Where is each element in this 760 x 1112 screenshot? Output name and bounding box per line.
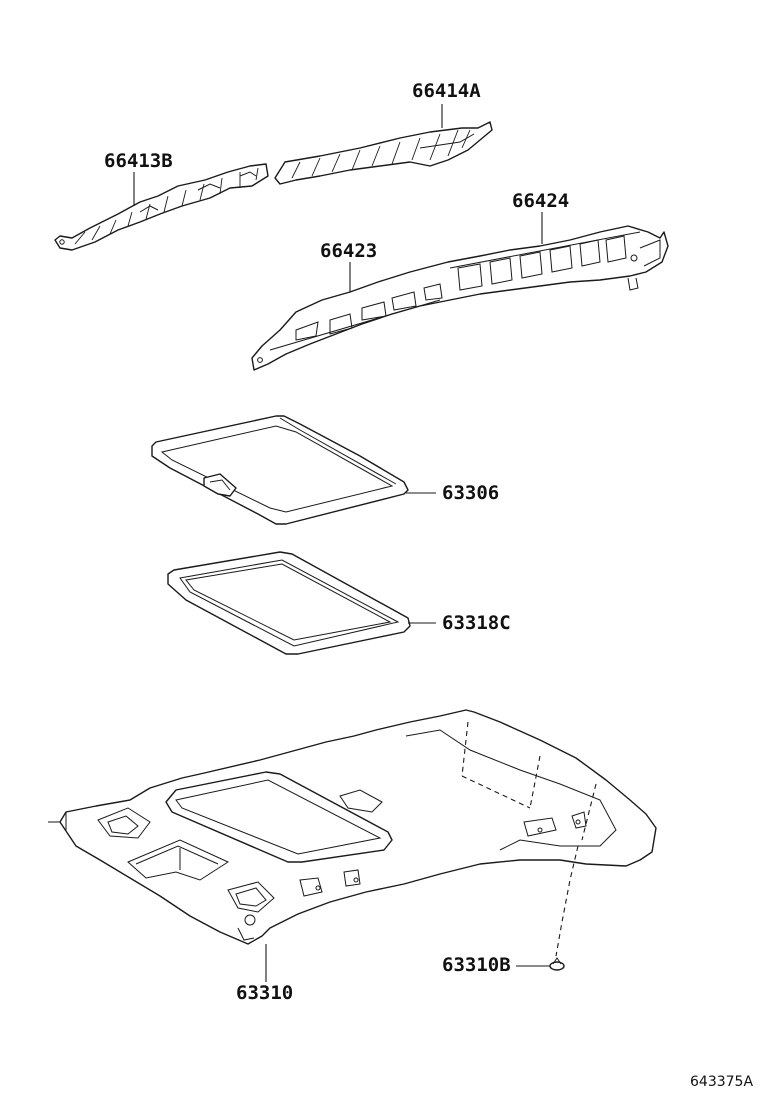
- callout-63310: 63310: [236, 982, 294, 1004]
- callout-63310B: 63310B: [442, 954, 511, 976]
- part-63310B-clip: [549, 957, 565, 971]
- part-66413B-rail: [54, 163, 269, 251]
- part-63306-sunshade: [151, 415, 409, 525]
- part-66423-66424-rail: [251, 225, 669, 371]
- callout-66424: 66424: [512, 190, 570, 212]
- callout-66423: 66423: [320, 240, 378, 262]
- diagram-code: 643375A: [690, 1074, 754, 1090]
- leader-lines: [133, 104, 550, 982]
- callout-66413B: 66413B: [104, 150, 173, 172]
- part-63318C-weatherstrip: [167, 551, 411, 655]
- part-63310-headliner: [48, 709, 657, 957]
- callout-63306: 63306: [442, 482, 500, 504]
- callout-63318C: 63318C: [442, 612, 511, 634]
- callout-66414A: 66414A: [412, 80, 481, 102]
- part-66414A-rail: [274, 121, 493, 185]
